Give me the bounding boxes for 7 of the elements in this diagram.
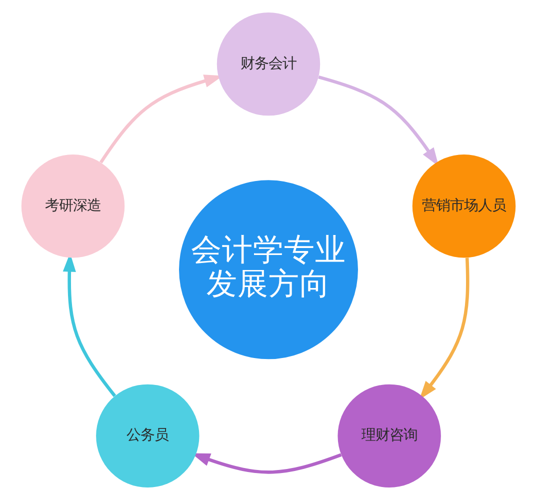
node-circle: 理财咨询 [337,384,440,488]
node-circle: 财务会计 [216,12,320,116]
node-circle: 考研深造 [20,154,124,258]
arrow [318,76,438,166]
arrow [418,258,469,400]
node-circle: 公务员 [96,384,199,488]
node-circle: 营销市场人员 [412,154,516,258]
